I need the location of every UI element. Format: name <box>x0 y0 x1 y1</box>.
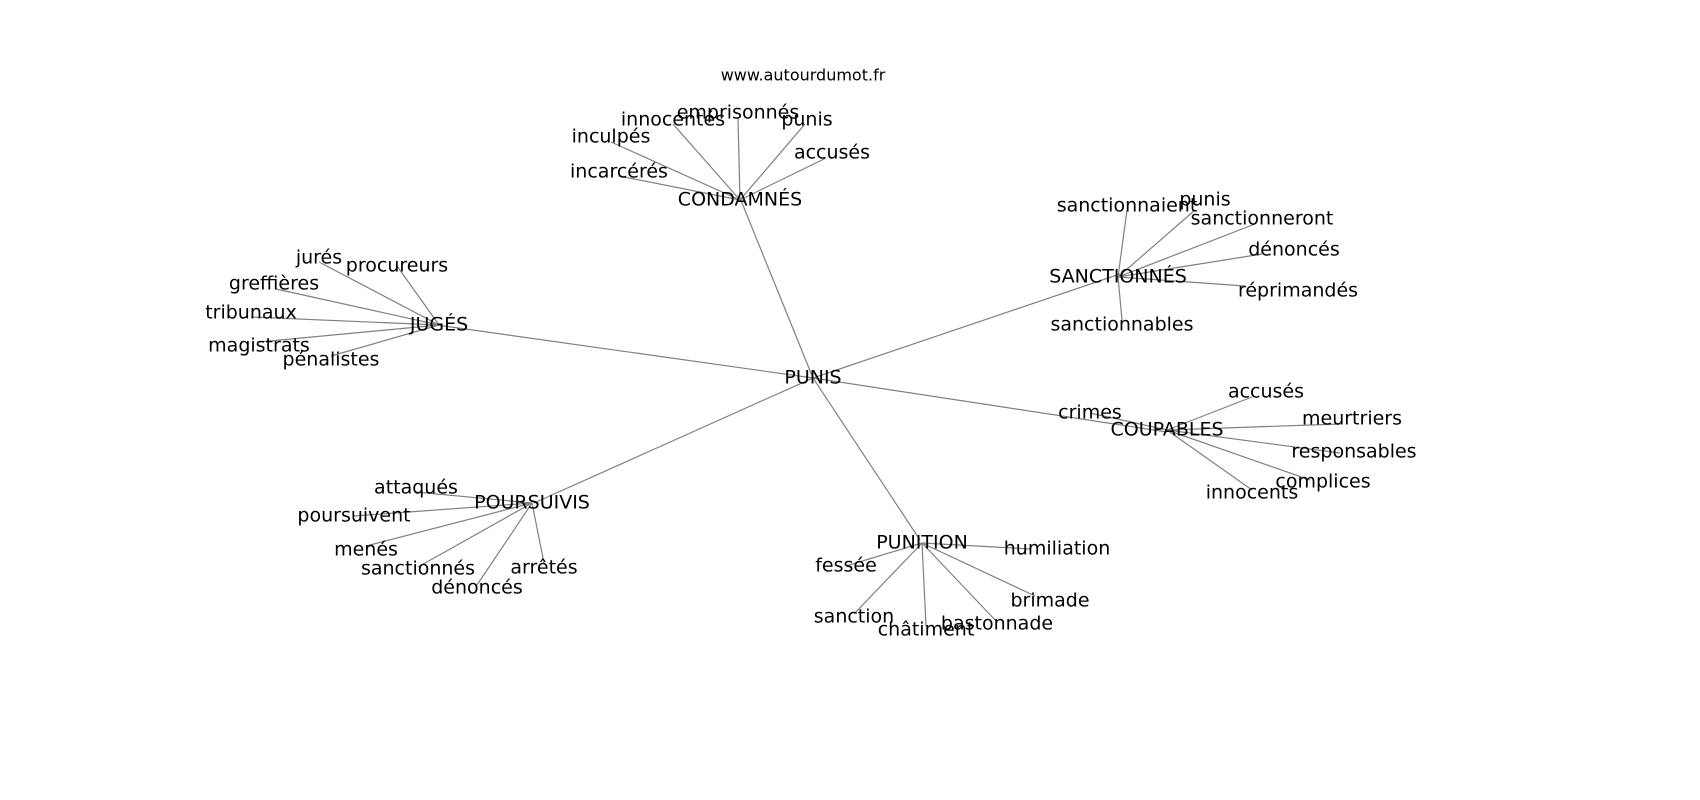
word-node[interactable]: poursuivent <box>297 505 410 527</box>
word-node[interactable]: meurtriers <box>1302 408 1402 430</box>
edge-root-to-hub <box>812 377 1168 433</box>
edge-hub-to-word <box>396 265 440 326</box>
edge-hub-to-word <box>318 261 440 326</box>
labels-layer: www.autourdumot.fr PUNIS emprisonnésinno… <box>205 66 1416 641</box>
edge-hub-to-word <box>921 542 1036 597</box>
edge-hub-to-word <box>1089 412 1168 431</box>
word-node[interactable]: accusés <box>1228 381 1304 403</box>
edge-hub-to-word <box>531 502 545 564</box>
word-node[interactable]: fessée <box>815 555 877 577</box>
edge-hub-to-word <box>415 491 533 504</box>
word-node[interactable]: pénalistes <box>283 349 380 371</box>
edge-hub-to-word <box>365 502 533 547</box>
edge-root-to-hub <box>812 377 921 541</box>
edge-hub-to-word <box>845 542 923 567</box>
word-node[interactable]: châtiment <box>878 619 975 641</box>
word-node[interactable]: procureurs <box>346 255 448 277</box>
edge-hub-to-word <box>672 123 741 201</box>
edge-hub-to-word <box>353 502 533 517</box>
word-node[interactable]: sanction <box>814 606 894 628</box>
word-node[interactable]: inculpés <box>572 126 651 148</box>
edge-hub-to-word <box>476 502 533 586</box>
edges-layer <box>250 117 1341 627</box>
edge-root-to-hub <box>812 273 1121 379</box>
edge-hub-to-word <box>853 542 923 615</box>
site-url[interactable]: www.autourdumot.fr <box>721 66 886 85</box>
word-node[interactable]: tribunaux <box>205 302 297 324</box>
word-node[interactable]: sanctionnés <box>361 558 475 580</box>
word-node[interactable]: réprimandés <box>1238 280 1358 302</box>
word-node[interactable]: bastonnade <box>941 613 1053 635</box>
edge-hub-to-word <box>275 288 440 326</box>
word-node[interactable]: magistrats <box>208 335 310 357</box>
edge-hub-to-word <box>737 117 741 201</box>
edge-hub-to-word <box>1166 396 1253 431</box>
word-node[interactable]: crimes <box>1058 402 1122 424</box>
edge-hub-to-word <box>1166 423 1341 431</box>
edge-hub-to-word <box>618 175 741 201</box>
word-node[interactable]: punis <box>1179 189 1230 211</box>
edge-hub-to-word <box>1117 209 1128 278</box>
word-node[interactable]: emprisonnés <box>677 102 800 124</box>
word-node[interactable]: attaqués <box>374 477 458 499</box>
word-node[interactable]: sanctionneront <box>1191 208 1334 230</box>
edge-hub-to-word <box>739 123 806 201</box>
edge-hub-to-word <box>610 141 741 201</box>
word-node[interactable]: incarcérés <box>570 161 668 183</box>
edge-hub-to-word <box>1166 429 1253 491</box>
hub-word[interactable]: JUGÉS <box>409 313 468 336</box>
edge-hub-to-word <box>417 502 533 568</box>
word-node[interactable]: sanctionnables <box>1050 314 1193 336</box>
edge-hub-to-word <box>921 542 927 627</box>
edge-hub-to-word <box>1117 209 1196 278</box>
edge-hub-to-word <box>921 542 998 623</box>
edge-hub-to-word <box>921 542 1031 550</box>
root-word[interactable]: PUNIS <box>784 367 841 389</box>
hub-word[interactable]: POURSUIVIS <box>474 492 590 514</box>
word-node[interactable]: dénoncés <box>1248 239 1340 261</box>
word-node[interactable]: accusés <box>794 142 870 164</box>
edge-root-to-hub <box>739 197 814 379</box>
hub-word[interactable]: CONDAMNÉS <box>678 188 802 211</box>
edge-hub-to-word <box>1117 276 1246 287</box>
word-node[interactable]: sanctionnaient <box>1057 195 1198 217</box>
hub-word[interactable]: PUNITION <box>876 532 968 554</box>
word-node[interactable]: humiliation <box>1004 538 1110 560</box>
word-node[interactable]: innocentés <box>621 109 725 131</box>
hub-word[interactable]: SANCTIONNÉS <box>1049 265 1187 288</box>
word-node[interactable]: innocents <box>1206 482 1299 504</box>
edge-hub-to-word <box>250 316 440 326</box>
edge-root-to-hub <box>436 324 814 379</box>
word-node[interactable]: jurés <box>295 247 342 269</box>
word-node[interactable]: arrêtés <box>510 557 577 579</box>
edge-hub-to-word <box>330 324 440 357</box>
word-node[interactable]: responsables <box>1291 441 1416 463</box>
word-node[interactable]: menés <box>334 539 398 561</box>
edge-hub-to-word <box>1117 253 1263 278</box>
edge-hub-to-word <box>258 324 440 343</box>
edge-hub-to-word <box>1117 276 1123 321</box>
word-node[interactable]: greffières <box>229 273 319 295</box>
edge-hub-to-word <box>739 157 827 201</box>
edge-hub-to-word <box>1166 429 1311 481</box>
word-node[interactable]: brimade <box>1010 590 1089 612</box>
edge-hub-to-word <box>1166 429 1341 454</box>
edge-root-to-hub <box>533 377 814 504</box>
hub-word[interactable]: COUPABLES <box>1110 419 1223 441</box>
word-node[interactable]: complices <box>1275 471 1370 493</box>
word-node[interactable]: punis <box>781 109 832 131</box>
word-node[interactable]: dénoncés <box>431 577 523 599</box>
edge-hub-to-word <box>1117 223 1256 278</box>
